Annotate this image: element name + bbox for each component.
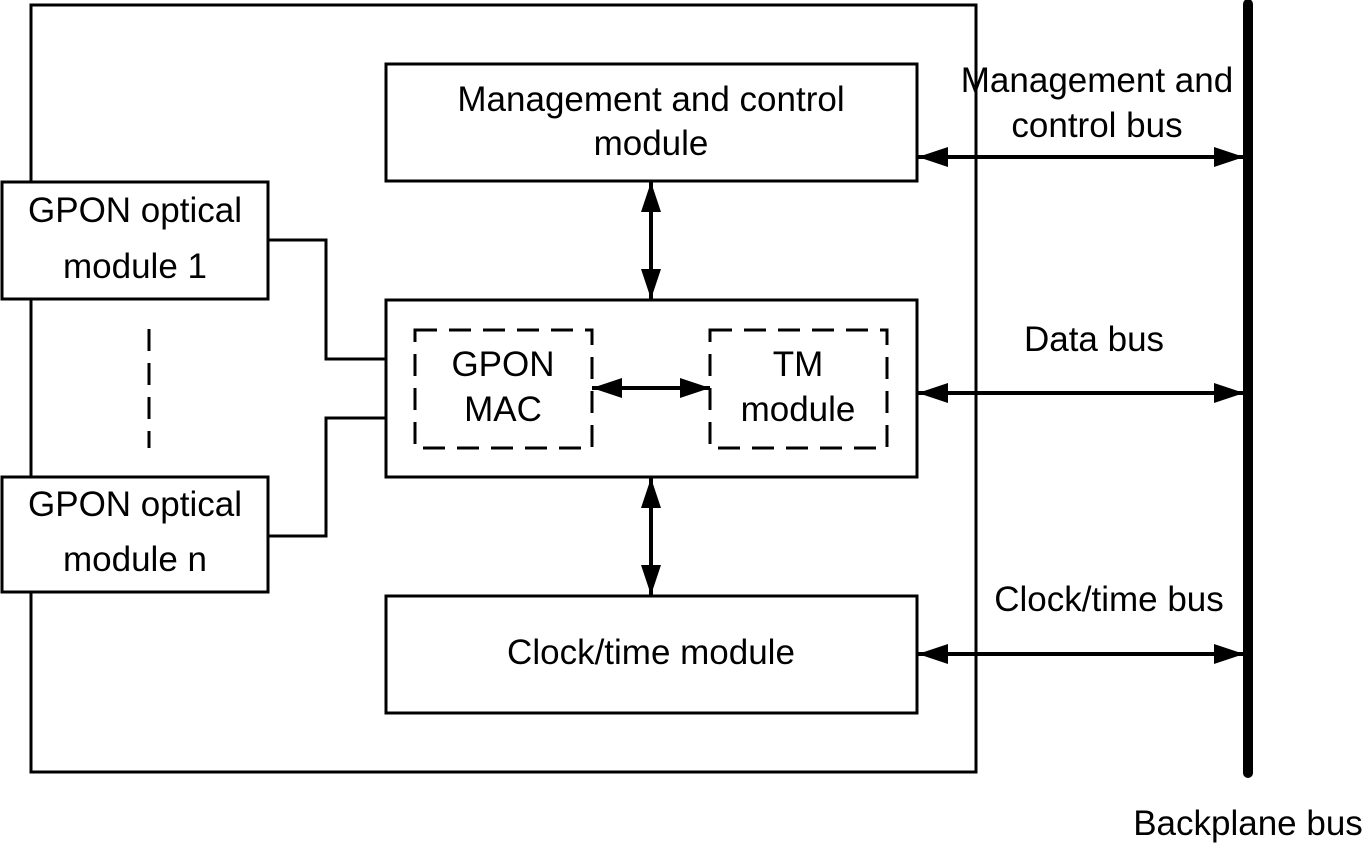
management-control-module-label-line1: Management and control (457, 80, 844, 119)
data-bus-label: Data bus (1024, 320, 1164, 359)
gpon-mac-label-line1: GPON (451, 345, 554, 384)
clock-time-module-box (384, 594, 919, 715)
backplane-bus-label: Backplane bus (1133, 804, 1363, 843)
optical-module-1-box (0, 180, 270, 301)
optical-1-connector (268, 238, 387, 361)
management-bus-label-line2: control bus (1011, 106, 1182, 145)
clock-bus-label: Clock/time bus (994, 580, 1224, 619)
optical-n-connector (268, 416, 387, 538)
management-control-module-box (384, 62, 919, 183)
optical-module-1-label-line2: module 1 (63, 247, 207, 286)
clock-time-module-label: Clock/time module (507, 633, 795, 672)
optical-module-1-label-line1: GPON optical (28, 191, 242, 230)
tm-module-label-line1: TM (773, 345, 824, 384)
gpon-mac-label-line2: MAC (464, 390, 542, 429)
management-bus-label-line1: Management and (961, 61, 1233, 100)
gpon-mac-box (413, 328, 594, 450)
tm-module-label-line2: module (741, 390, 856, 429)
optical-module-n-label-line1: GPON optical (28, 485, 242, 524)
management-control-module-label-line2: module (594, 124, 709, 163)
optical-module-n-label-line2: module n (63, 540, 207, 579)
